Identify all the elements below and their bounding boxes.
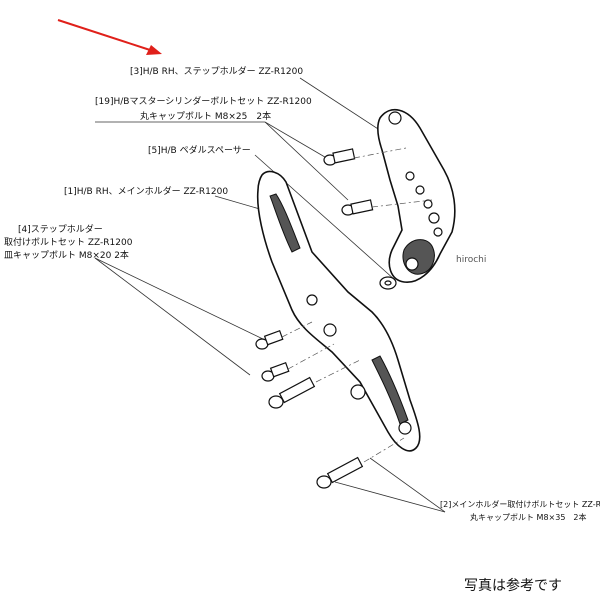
bolt-m8x25-lower	[341, 199, 374, 216]
bolt-m8x35-lower	[316, 456, 364, 489]
main-holder-plate	[256, 170, 421, 452]
watermark: hirochi	[456, 255, 486, 265]
bolt-m8x20-upper	[255, 329, 284, 350]
label-part5: [5]H/B ペダルスペーサー	[148, 144, 251, 156]
label-part19-line1: [19]H/Bマスターシリンダーボルトセット ZZ-R1200	[95, 95, 312, 107]
label-part4-line3: 皿キャップボルト M8×20 2本	[4, 249, 129, 261]
bolt-m8x35-upper	[268, 376, 316, 409]
bolt-m8x20-lower	[261, 361, 290, 382]
center-axes	[281, 147, 433, 463]
label-part4-line2: 取付けボルトセット ZZ-R1200	[4, 237, 133, 248]
label-part2-line1: [2]メインホルダー取付けボルトセット ZZ-R1200	[440, 499, 600, 509]
label-part4-line1: [4]ステップホルダー	[18, 223, 103, 235]
label-part3: [3]H/B RH、ステップホルダー ZZ-R1200	[130, 65, 303, 77]
label-part1: [1]H/B RH、メインホルダー ZZ-R1200	[64, 185, 228, 197]
red-arrow-icon	[57, 19, 162, 55]
label-part2-line2: 丸キャップボルト M8×35 2本	[470, 512, 587, 522]
bolt-m8x25-upper	[323, 148, 356, 166]
label-part19-line2: 丸キャップボルト M8×25 2本	[140, 110, 271, 122]
photo-note: 写真は参考です	[464, 577, 562, 594]
step-holder-plate	[377, 108, 456, 283]
pedal-spacer	[379, 276, 397, 290]
